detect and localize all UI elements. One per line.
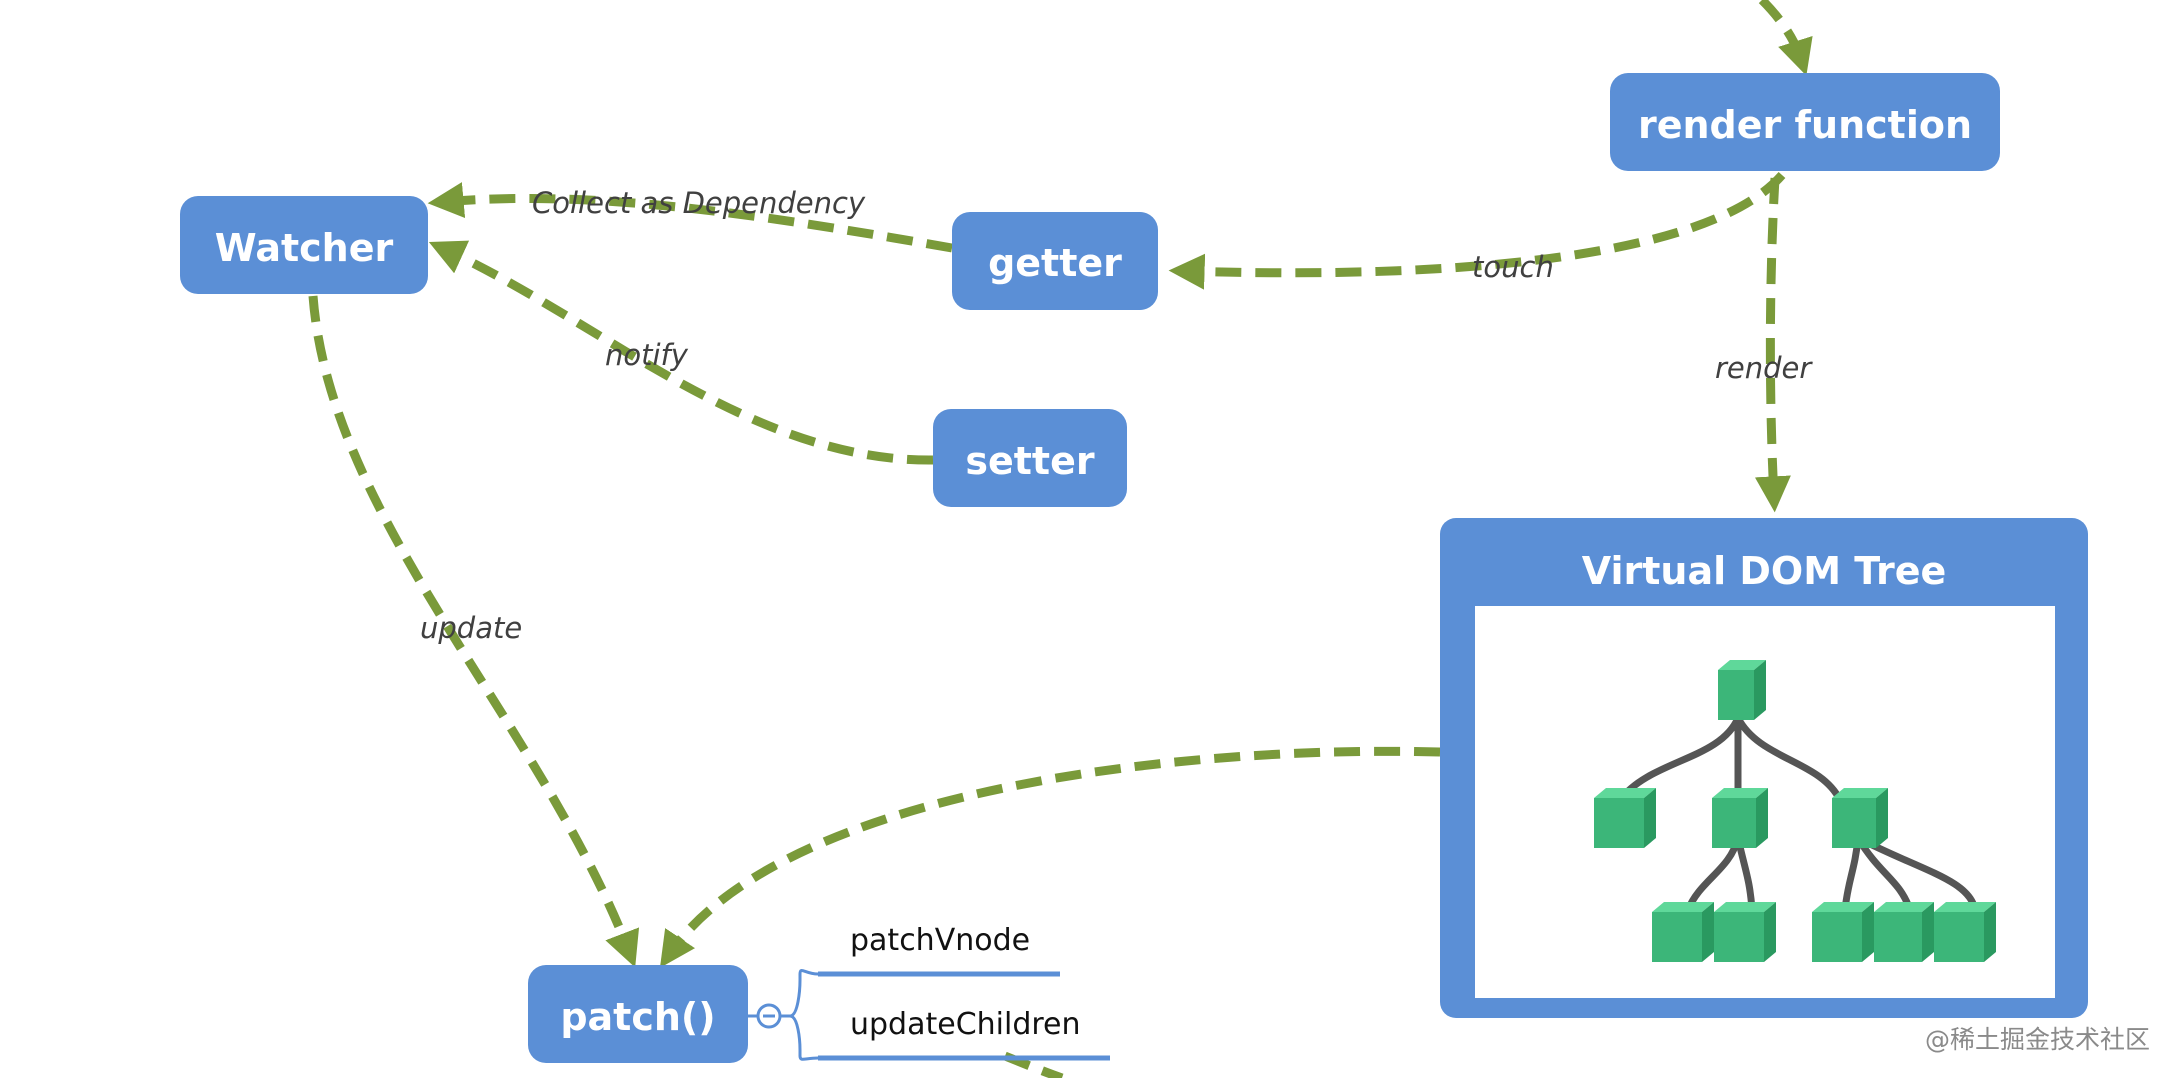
- patch-branches: patchVnode updateChildren: [748, 923, 1110, 1061]
- tree-level1-cube: [1712, 788, 1768, 848]
- getter-label: getter: [988, 241, 1122, 285]
- watermark: @稀土掘金技术社区: [1925, 1025, 2150, 1054]
- arrow-update-to-patch: [308, 295, 640, 968]
- branch-label-updatechildren: updateChildren: [850, 1007, 1081, 1042]
- edge-label-collect: Collect as Dependency: [532, 186, 866, 220]
- edge-label-render: render: [1715, 351, 1813, 385]
- tree-leaf-cube: [1812, 902, 1874, 962]
- render-function-label: render function: [1638, 103, 1972, 147]
- arrow-touch-to-getter: [1168, 172, 1786, 290]
- tree-leaf-cube: [1874, 902, 1934, 962]
- edge-label-touch: touch: [1472, 250, 1554, 284]
- patch-label: patch(): [560, 995, 715, 1039]
- tree-leaf-cube: [1934, 902, 1996, 962]
- branch-label-patchvnode: patchVnode: [850, 923, 1030, 958]
- arrow-collect-to-watcher: [427, 182, 953, 253]
- tree-level1-cube: [1832, 788, 1888, 848]
- arrow-vdom-to-patch: [659, 746, 1441, 968]
- patch-node[interactable]: patch(): [528, 965, 748, 1063]
- arrow-render-to-vdom: [1754, 177, 1791, 513]
- arrow-into-render-function: [1758, 0, 1813, 76]
- edge-label-notify: notify: [605, 338, 689, 372]
- setter-node[interactable]: setter: [933, 409, 1127, 507]
- virtual-dom-tree-node[interactable]: Virtual DOM Tree: [1440, 518, 2088, 1018]
- getter-node[interactable]: getter: [952, 212, 1158, 310]
- tree-root-cube: [1718, 660, 1766, 720]
- edge-label-update: update: [420, 611, 522, 645]
- tree-leaf-cube: [1714, 902, 1776, 962]
- tree-level1-cube: [1594, 788, 1656, 848]
- virtual-dom-tree-label: Virtual DOM Tree: [1582, 549, 1947, 593]
- tree-leaf-cube: [1652, 902, 1714, 962]
- tree-cubes: [1594, 660, 1996, 962]
- watcher-node[interactable]: Watcher: [180, 196, 428, 294]
- render-function-node[interactable]: render function: [1610, 73, 2000, 171]
- setter-label: setter: [965, 439, 1094, 483]
- tree-connectors: [1617, 716, 1979, 912]
- watcher-label: Watcher: [215, 226, 394, 270]
